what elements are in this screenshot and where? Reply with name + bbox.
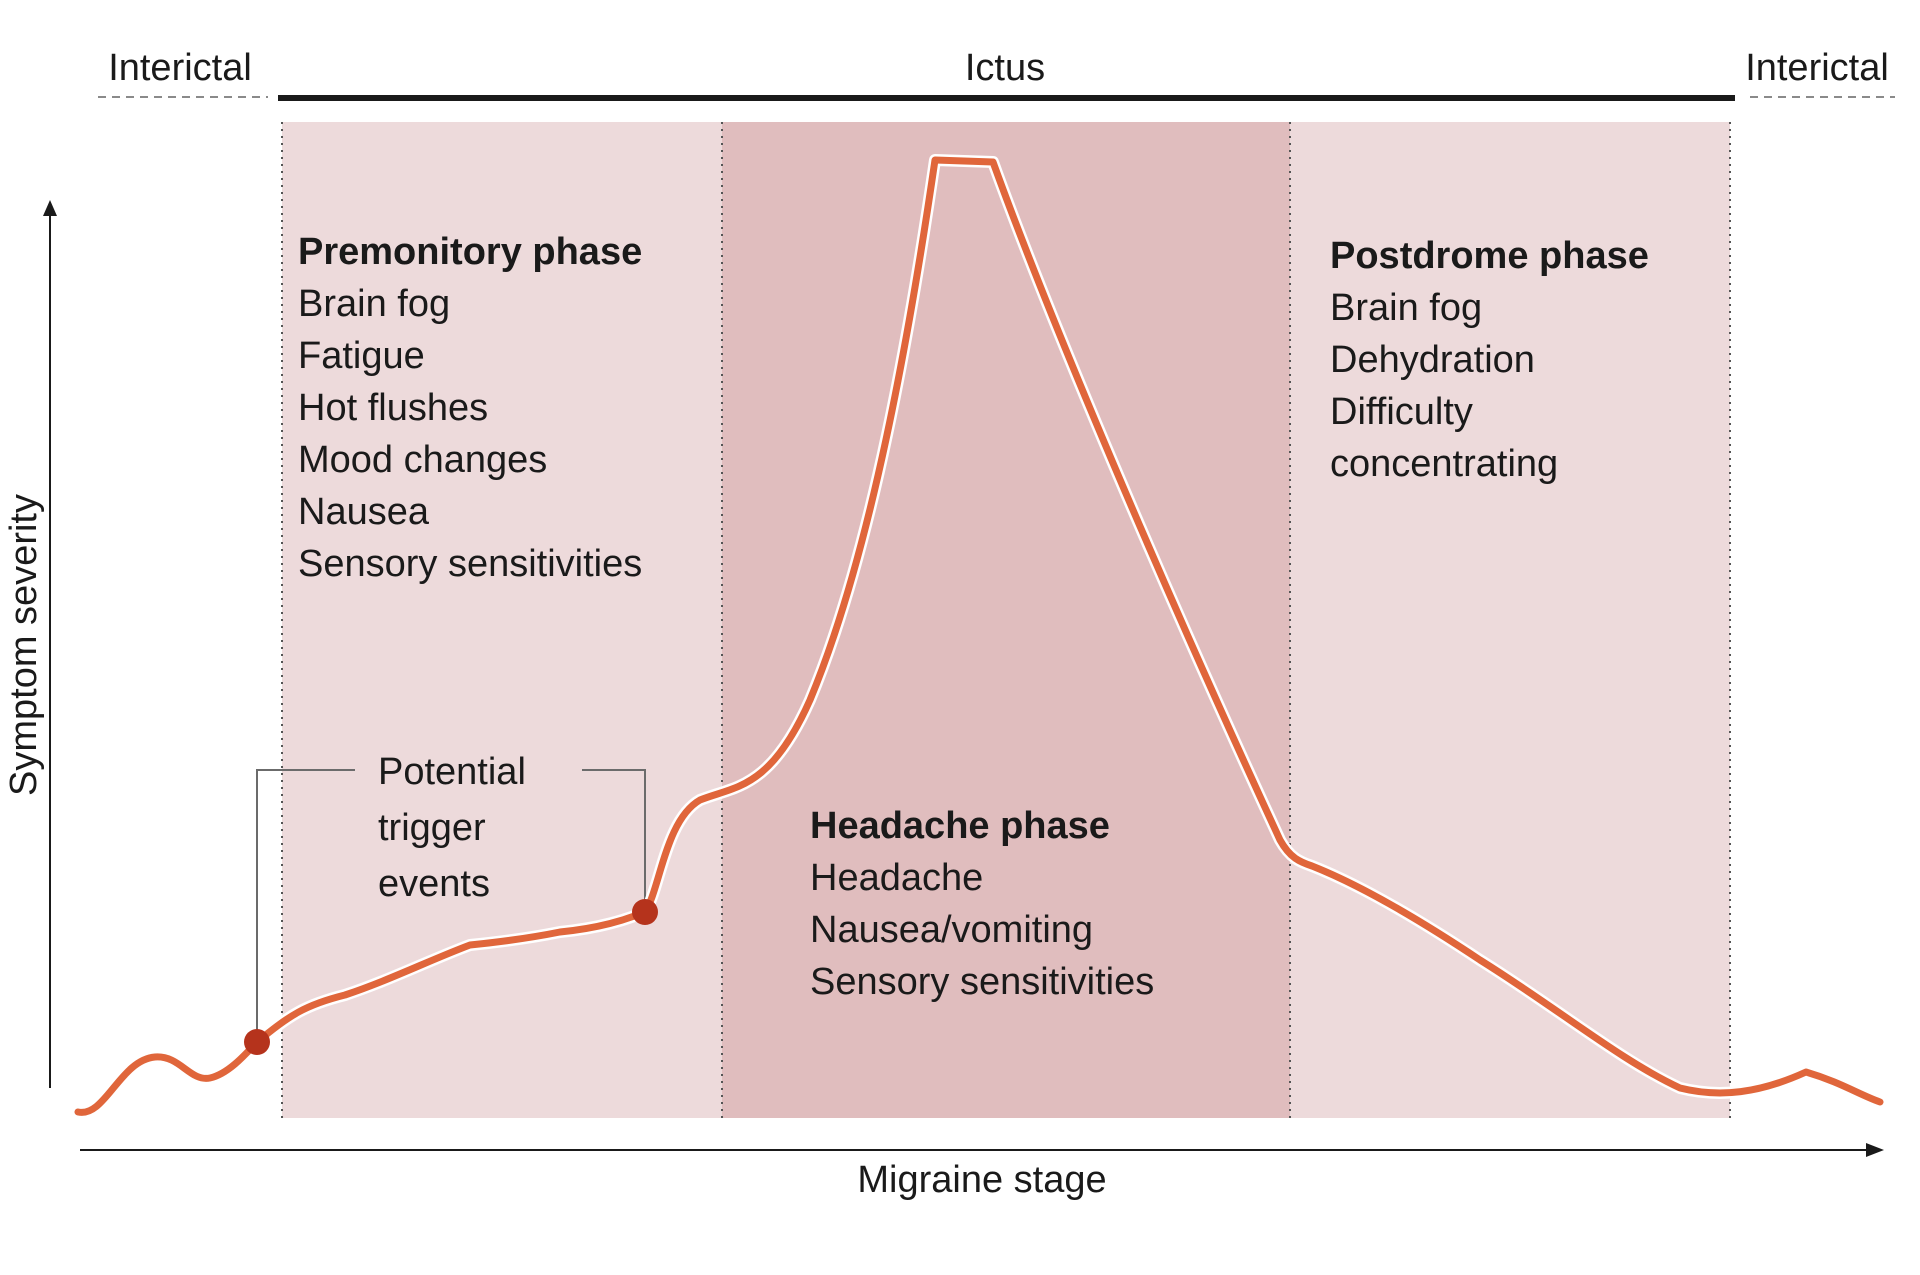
postdrome-item: Difficulty	[1330, 391, 1473, 433]
premonitory-item: Brain fog	[298, 283, 450, 325]
headache-title: Headache phase	[810, 805, 1110, 847]
headache-item: Sensory sensitivities	[810, 961, 1154, 1003]
premonitory-text: Premonitory phase Brain fog Fatigue Hot …	[298, 231, 642, 585]
trigger-label-line: trigger	[378, 807, 486, 849]
headache-text: Headache phase Headache Nausea/vomiting …	[810, 805, 1154, 1003]
postdrome-text: Postdrome phase Brain fog Dehydration Di…	[1330, 235, 1649, 485]
trigger-leader-left	[256, 769, 355, 1042]
postdrome-item: concentrating	[1330, 443, 1558, 485]
premonitory-item: Hot flushes	[298, 387, 488, 429]
y-axis-arrowhead	[43, 200, 57, 216]
severity-curve	[74, 156, 1884, 1116]
headache-band	[722, 122, 1290, 1118]
trigger-annotation: Potential trigger events	[256, 751, 646, 1042]
postdrome-title: Postdrome phase	[1330, 235, 1649, 277]
premonitory-band	[282, 122, 722, 1118]
headache-item: Headache	[810, 857, 983, 899]
premonitory-item: Nausea	[298, 491, 430, 533]
postdrome-item: Dehydration	[1330, 339, 1535, 381]
premonitory-title: Premonitory phase	[298, 231, 642, 273]
interictal-right-label: Interictal	[1745, 47, 1889, 89]
trigger-label-line: Potential	[378, 751, 526, 793]
x-axis-arrowhead	[1866, 1143, 1884, 1157]
interictal-left-label: Interictal	[108, 47, 252, 89]
headache-item: Nausea/vomiting	[810, 909, 1093, 951]
trigger-event-dot	[632, 899, 658, 925]
y-axis-label: Symptom severity	[3, 494, 45, 796]
trigger-event-dot	[244, 1029, 270, 1055]
trigger-label-line: events	[378, 863, 490, 905]
premonitory-item: Sensory sensitivities	[298, 543, 642, 585]
trigger-leader-right	[582, 769, 646, 912]
premonitory-item: Fatigue	[298, 335, 425, 377]
postdrome-band	[1290, 122, 1730, 1118]
ictus-label: Ictus	[965, 47, 1045, 89]
premonitory-item: Mood changes	[298, 439, 547, 481]
postdrome-item: Brain fog	[1330, 287, 1482, 329]
x-axis-label: Migraine stage	[857, 1159, 1106, 1201]
